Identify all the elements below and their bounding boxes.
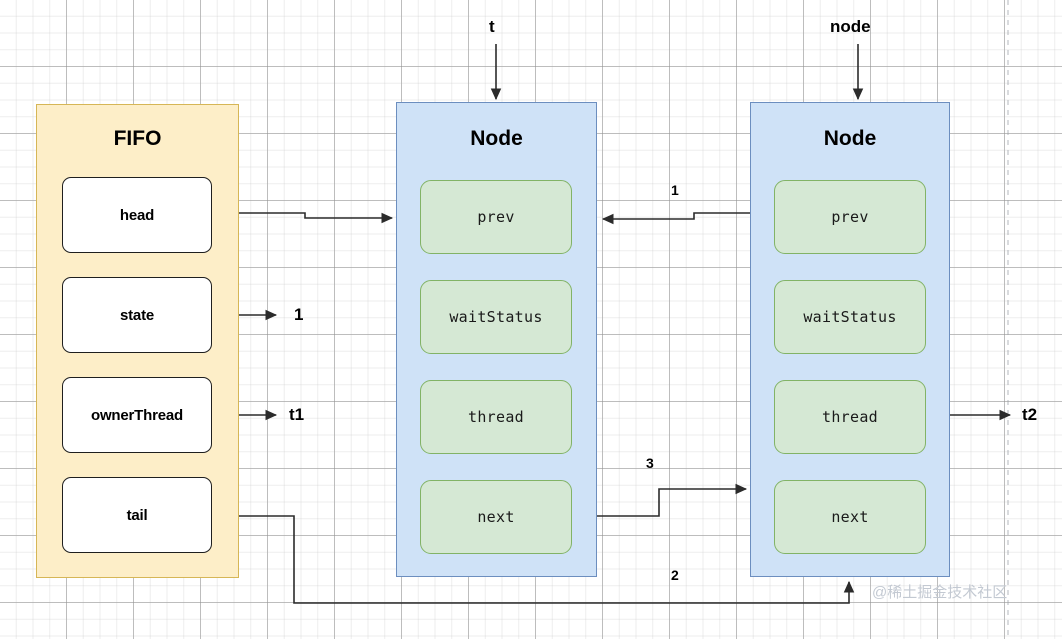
node-right-field-waitstatus[interactable]: waitStatus bbox=[774, 280, 926, 354]
value-label-ownerthread: t1 bbox=[289, 405, 305, 424]
fifo-field-head[interactable]: head bbox=[62, 177, 212, 253]
node-left-field-prev[interactable]: prev bbox=[420, 180, 572, 254]
fifo-field-ownerthread[interactable]: ownerThread bbox=[62, 377, 212, 453]
fifo-field-state-label: state bbox=[119, 306, 155, 324]
node-left-field-next-label: next bbox=[477, 508, 515, 526]
pointer-label-node: node bbox=[830, 17, 871, 36]
node-right-title: Node bbox=[823, 127, 877, 150]
fifo-field-state[interactable]: state bbox=[62, 277, 212, 353]
fifo-field-tail-label: tail bbox=[126, 506, 148, 524]
edge-prev-right-to-node-left bbox=[601, 212, 774, 225]
edge-label-next-link: 3 bbox=[646, 455, 654, 471]
pointer-label-t: t bbox=[489, 17, 495, 36]
node-right-field-thread-label: thread bbox=[822, 408, 878, 426]
node-right-field-next[interactable]: next bbox=[774, 480, 926, 554]
edge-next-left-to-node-right bbox=[571, 483, 748, 517]
value-label-thread-right: t2 bbox=[1022, 405, 1038, 424]
fifo-field-head-label: head bbox=[119, 206, 155, 224]
watermark-text: @稀土掘金技术社区 bbox=[872, 584, 1008, 601]
fifo-field-tail[interactable]: tail bbox=[62, 477, 212, 553]
node-left-field-thread[interactable]: thread bbox=[420, 380, 572, 454]
edge-label-prev-link: 1 bbox=[671, 182, 679, 198]
node-left-field-waitstatus-label: waitStatus bbox=[449, 308, 543, 326]
node-left-title: Node bbox=[470, 127, 523, 150]
node-left-field-prev-label: prev bbox=[477, 208, 515, 226]
fifo-field-ownerthread-label: ownerThread bbox=[91, 406, 183, 424]
node-right-field-prev[interactable]: prev bbox=[774, 180, 926, 254]
node-right-field-thread[interactable]: thread bbox=[774, 380, 926, 454]
node-right-field-prev-label: prev bbox=[831, 208, 869, 226]
value-label-state: 1 bbox=[294, 305, 304, 324]
node-right-field-next-label: next bbox=[831, 508, 869, 526]
node-left-field-thread-label: thread bbox=[468, 408, 524, 426]
node-right-field-waitstatus-label: waitStatus bbox=[803, 308, 897, 326]
edge-head-to-node-left bbox=[212, 212, 394, 224]
node-left-field-next[interactable]: next bbox=[420, 480, 572, 554]
fifo-title: FIFO bbox=[113, 127, 162, 150]
node-left-field-waitstatus[interactable]: waitStatus bbox=[420, 280, 572, 354]
edge-label-tail-link: 2 bbox=[671, 567, 679, 583]
